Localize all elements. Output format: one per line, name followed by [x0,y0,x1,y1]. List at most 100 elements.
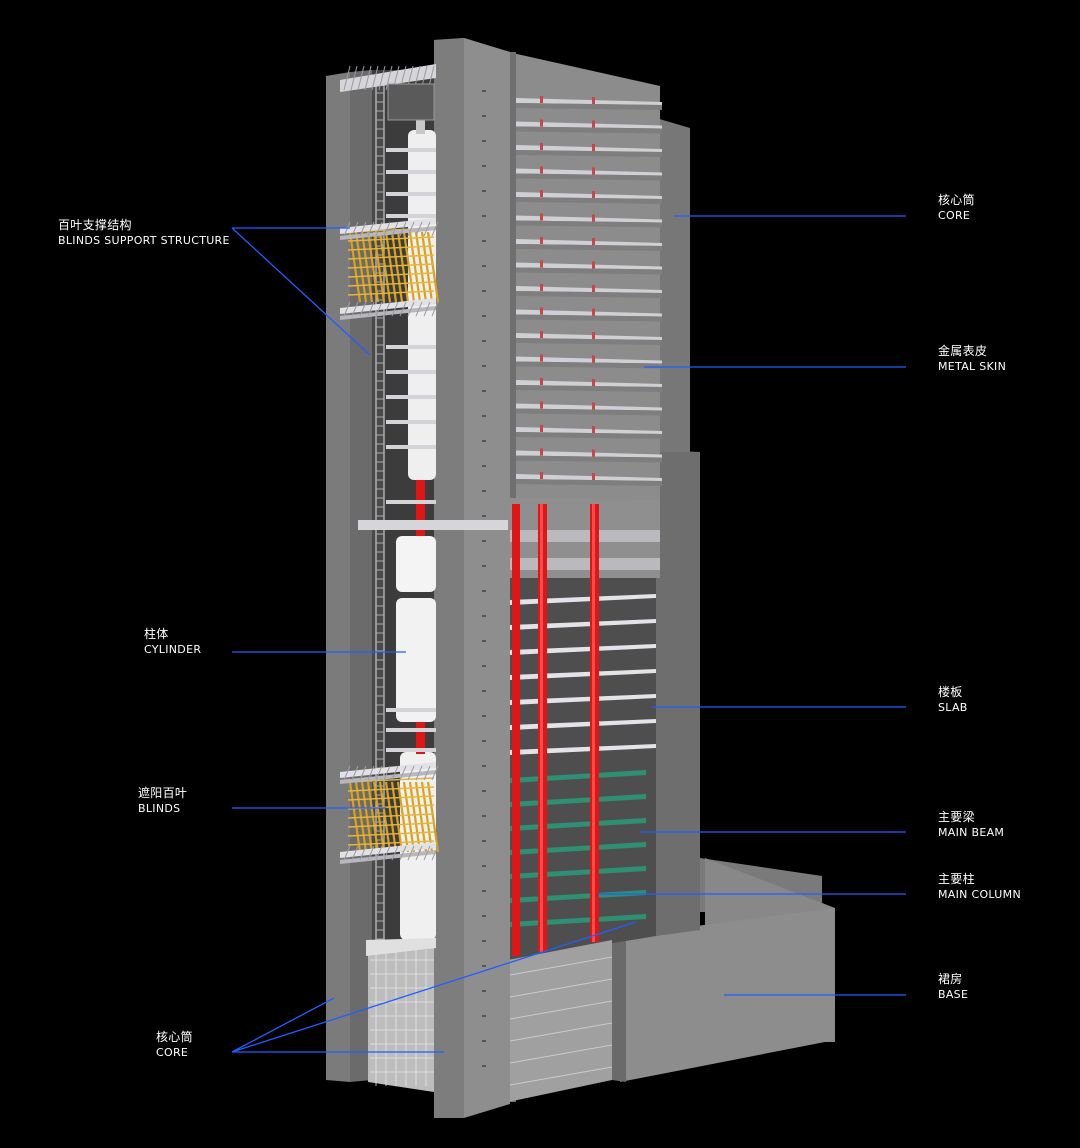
truss-web [367,221,375,237]
wall-bolt [482,90,486,92]
wall-bolt [482,665,486,667]
truss-web [391,221,399,237]
label-base: 裙房 BASE [938,972,968,1002]
metal-skin-red-mark [592,379,595,386]
leader-blinds-support [231,227,371,356]
column-highlight [540,504,543,952]
wall-bolt [482,540,486,542]
metal-skin-slat-shadow [516,220,662,228]
blind-slat [402,231,416,303]
core-base-grid [370,950,434,1086]
truss-web [343,845,351,861]
wall-bolt [482,690,486,692]
mid-band-slat [510,530,660,542]
truss-web [367,845,375,861]
label-en: METAL SKIN [938,360,1007,373]
metal-skin-slat-shadow [516,150,662,157]
support-trusses [340,64,439,864]
truss-web [375,221,383,237]
metal-skin-red-mark [592,120,595,128]
label-en: CORE [156,1046,189,1059]
truss-web [407,845,415,861]
truss-web [399,845,407,861]
wall-bolt [482,815,486,817]
blind-rail [347,795,435,801]
blind-rail [347,263,435,269]
metal-skin-slat-shadow [516,455,662,463]
metal-skin-slat-shadow [516,126,662,134]
metal-skin-slat-shadow [516,267,662,275]
metal-skin-slat [516,121,662,129]
truss-web [423,221,431,237]
truss-web [415,845,423,861]
truss-web [375,301,383,317]
void-floor-plate [386,500,436,504]
mid-platform [358,520,508,530]
wall-bolt [482,740,486,742]
metal-skin-red-mark [540,260,543,268]
truss-web [399,221,407,237]
blind-slat [426,781,440,853]
truss-web [399,765,407,781]
top-truss-web [378,65,386,91]
metal-skin-slat-shadow [516,338,662,345]
metal-skin-slat [516,239,662,246]
blind-slat [408,231,422,303]
truss-web [383,765,391,781]
label-en: BLINDS SUPPORT STRUCTURE [58,234,230,247]
wall-bolt [482,965,486,967]
blind-slat [426,231,440,303]
metal-skin-slat [516,450,662,458]
label-en: MAIN COLUMN [938,888,1021,901]
base-grid-line [509,1044,613,1064]
metal-skin-red-mark [540,472,543,479]
wall-bolt [482,240,486,242]
blind-slat [408,781,422,853]
truss-web [367,765,375,781]
wall-bolt [482,840,486,842]
truss-web [391,765,399,781]
blind-rail [347,272,435,278]
truss-web [383,221,391,237]
blind-slat [420,781,434,853]
blind-slat [378,781,392,853]
truss-web [383,301,391,317]
metal-skin-slat-shadow [516,244,662,251]
metal-skin-slat [516,215,662,223]
metal-skin-red-mark [592,214,595,222]
metal-skin-red-mark [540,378,543,385]
metal-skin-slat-shadow [516,479,662,486]
wall-bolt [482,1040,486,1042]
metal-skin-red-mark [592,332,595,339]
metal-skin-slat [516,333,662,340]
blind-rail [347,245,435,251]
wall-bolt [482,515,486,517]
truss-web [343,301,351,317]
blind-slat [396,231,410,303]
metal-skin-slat [516,474,662,481]
wall-bolt [482,215,486,217]
truss-web [351,221,359,237]
metal-skin-red-mark [540,237,543,244]
cylinder-red-core [416,722,425,754]
blind-rail [347,831,435,837]
metal-skin-red-mark [540,354,543,362]
truss-web [431,845,439,861]
metal-skin-red-mark [592,355,595,363]
wall-bolt [482,565,486,567]
void-floor-plate [386,170,436,174]
wall-bolt [482,190,486,192]
wall-bolt [482,140,486,142]
metal-skin-slat [516,356,662,364]
truss-web [375,845,383,861]
wall-bolt [482,415,486,417]
wall-bolt [482,340,486,342]
metal-skin-red-mark [592,191,595,198]
metal-skin-red-mark [540,448,543,456]
metal-skin-slat [516,403,662,411]
truss-web [415,301,423,317]
label-zh: 柱体 [144,627,169,641]
truss-web [423,845,431,861]
metal-skin-red-mark [540,96,543,103]
